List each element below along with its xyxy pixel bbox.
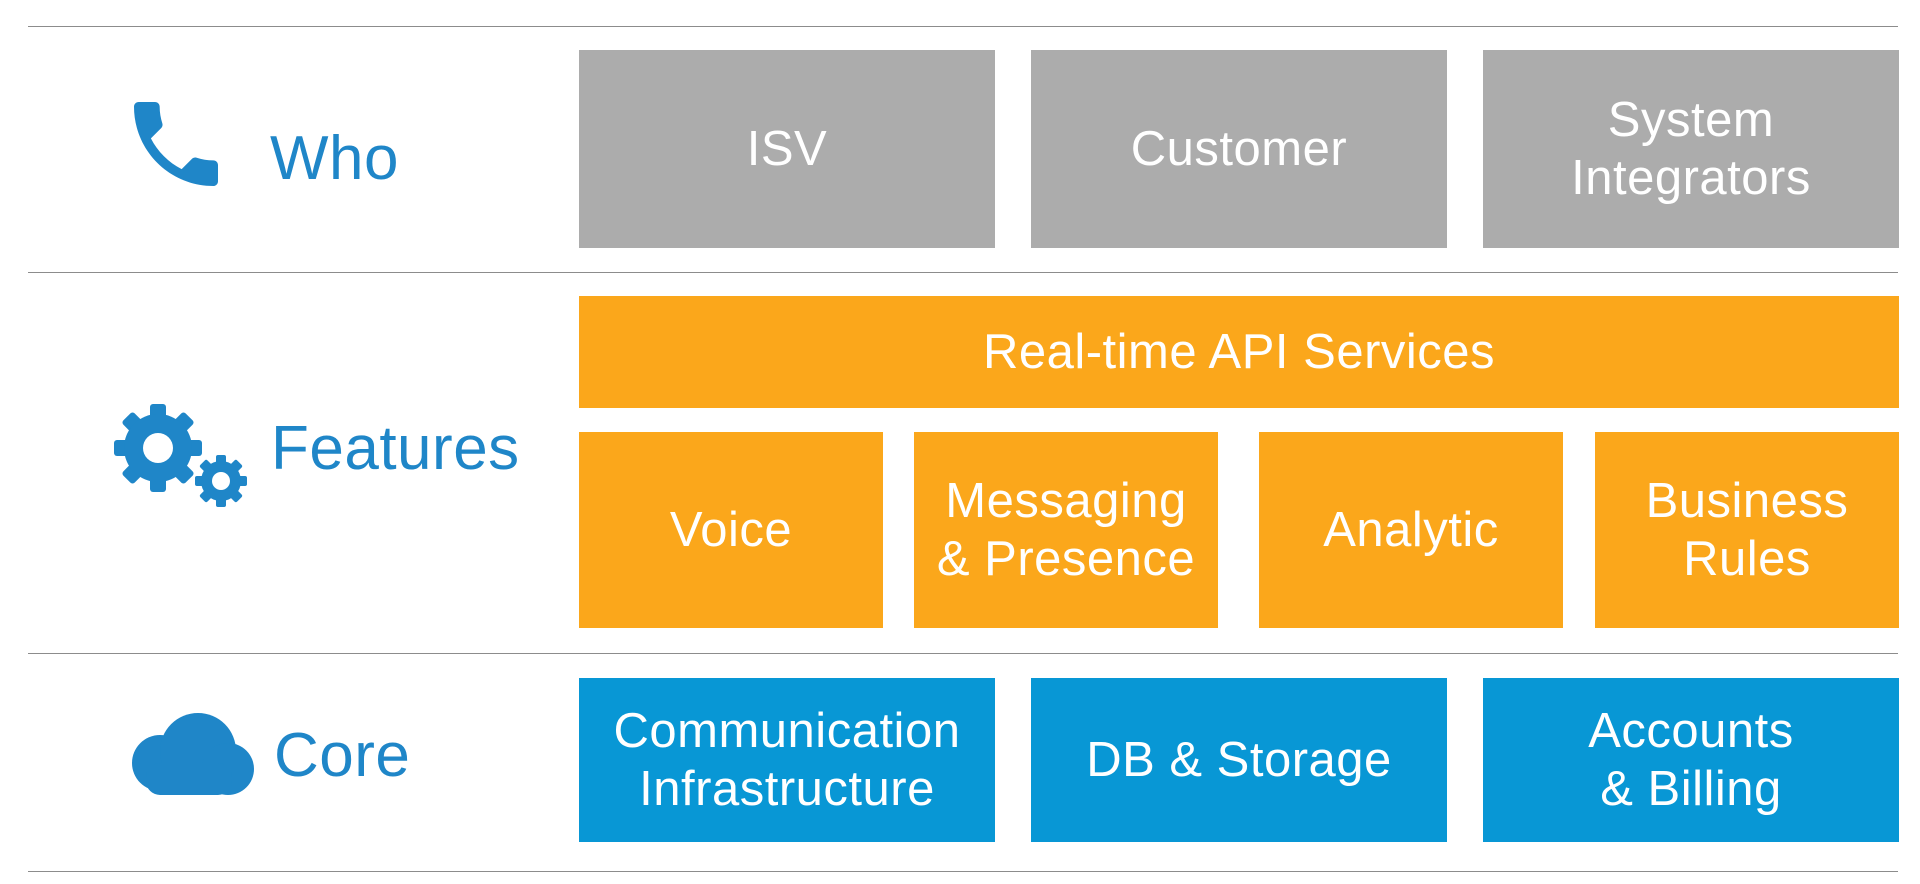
row-label-features: Features [114,404,520,508]
gears-icon [114,404,247,507]
who-box-customer: Customer [1031,50,1447,248]
core-box-db-storage: DB & Storage [1031,678,1447,842]
divider-top [28,26,1898,27]
divider-bottom [28,871,1898,872]
row-label-core-text: Core [274,720,411,790]
cloud-icon [132,713,254,795]
who-box-system-integrators: System Integrators [1483,50,1899,248]
feature-box-voice: Voice [579,432,883,628]
core-box-accounts-billing: Accounts & Billing [1483,678,1899,842]
feature-box-business-rules: Business Rules [1595,432,1899,628]
features-banner: Real-time API Services [579,296,1899,408]
row-label-core: Core [124,713,410,797]
who-box-isv: ISV [579,50,995,248]
phone-icon [134,102,218,186]
feature-box-analytic: Analytic [1259,432,1563,628]
divider-who-features [28,272,1898,273]
row-label-features-text: Features [271,413,520,483]
feature-box-messaging-presence: Messaging & Presence [914,432,1218,628]
divider-features-core [28,653,1898,654]
row-label-who: Who [120,88,399,200]
row-label-who-text: Who [270,123,399,193]
core-box-communication-infrastructure: Communication Infrastructure [579,678,995,842]
